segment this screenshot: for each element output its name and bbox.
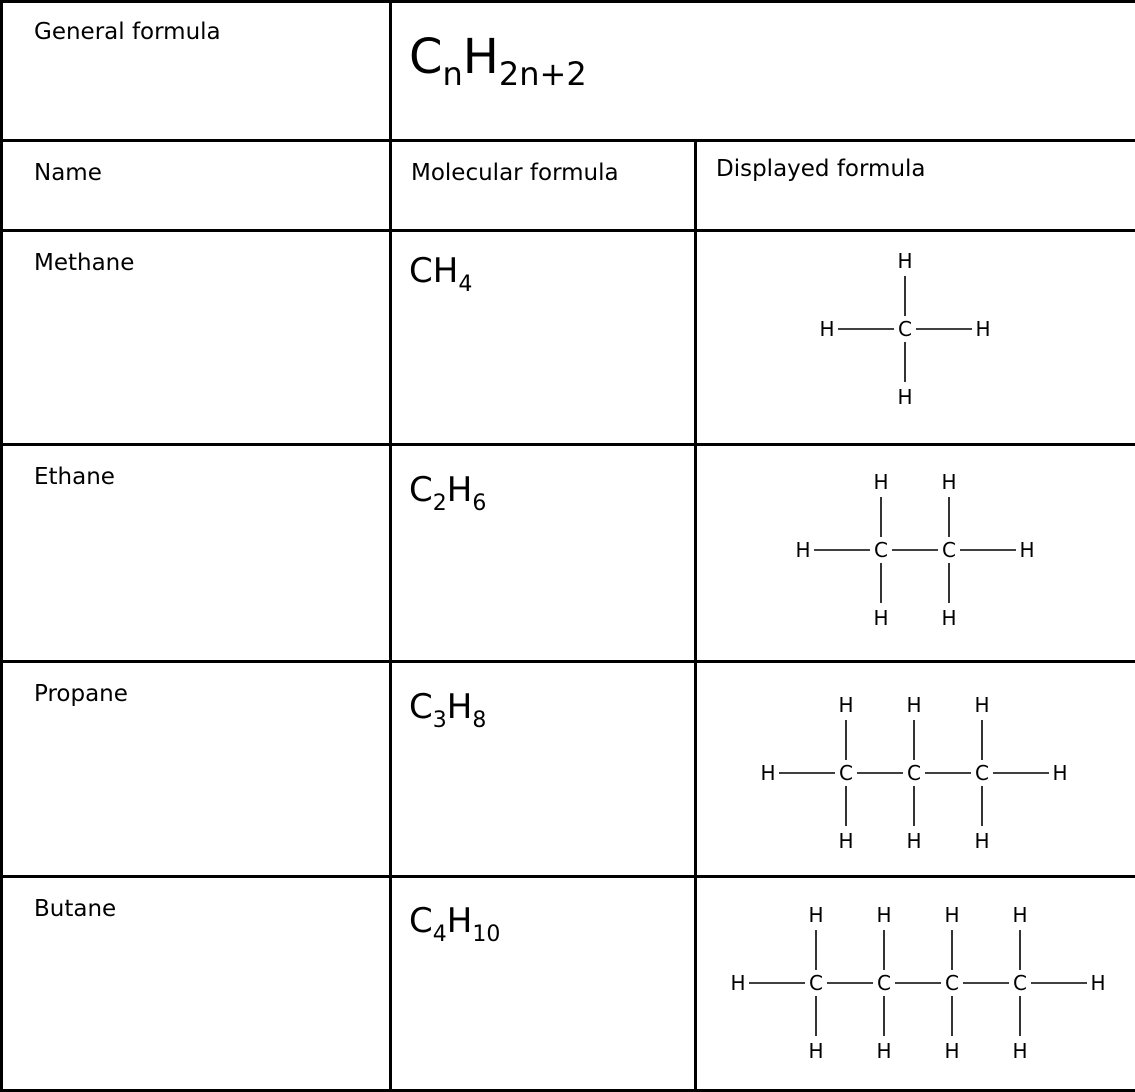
hydrogen-atom: H <box>897 249 912 273</box>
hydrogen-atom: H <box>941 470 956 494</box>
hydrogen-atom: H <box>808 903 823 927</box>
formula-hydrogen: H <box>446 470 473 510</box>
row-divider-5 <box>0 875 1135 878</box>
carbon-atom: C <box>898 317 912 341</box>
hydrogen-atom: H <box>906 829 921 853</box>
hydrogen-atom: H <box>941 606 956 630</box>
carbon-atom: C <box>809 971 823 995</box>
table-border-left <box>0 0 3 1092</box>
hydrogen-atom: H <box>1012 1039 1027 1063</box>
general-formula-hydrogen-subscript: 2n+2 <box>498 55 587 93</box>
hydrogen-atom: H <box>974 693 989 717</box>
formula-carbon: C <box>409 470 433 510</box>
hydrogen-atom: H <box>819 317 834 341</box>
carbon-atom: C <box>877 971 891 995</box>
hydrogen-atom: H <box>838 829 853 853</box>
formula-carbon-subscript: 3 <box>432 708 447 733</box>
general-formula-label: General formula <box>34 19 221 45</box>
hydrogen-atom: H <box>897 385 912 409</box>
row-divider-1 <box>0 139 1135 142</box>
row-divider-2 <box>0 229 1135 232</box>
formula-hydrogen-subscript: 6 <box>472 491 487 516</box>
hydrogen-atom: H <box>1052 761 1067 785</box>
formula-hydrogen: H <box>446 901 473 941</box>
row-name-methane: Methane <box>34 250 135 276</box>
hydrogen-atom: H <box>944 903 959 927</box>
hydrogen-atom: H <box>1090 971 1105 995</box>
formula-hydrogen-subscript: 10 <box>472 922 501 947</box>
hydrogen-atom: H <box>760 761 775 785</box>
formula-carbon: C <box>409 687 433 727</box>
row-name-propane: Propane <box>34 681 128 707</box>
carbon-atom: C <box>907 761 921 785</box>
hydrogen-atom: H <box>873 470 888 494</box>
table-border-bottom <box>0 1089 1135 1092</box>
column-divider-1 <box>389 0 392 1092</box>
header-displayed-formula: Displayed formula <box>716 156 926 182</box>
hydrogen-atom: H <box>808 1039 823 1063</box>
carbon-atom: C <box>945 971 959 995</box>
row-divider-4 <box>0 660 1135 663</box>
hydrogen-atom: H <box>730 971 745 995</box>
hydrogen-atom: H <box>838 693 853 717</box>
carbon-atom: C <box>942 538 956 562</box>
hydrogen-atom: H <box>944 1039 959 1063</box>
general-formula-carbon: C <box>409 29 443 85</box>
hydrogen-atom: H <box>876 903 891 927</box>
row-name-ethane: Ethane <box>34 464 115 490</box>
hydrogen-atom: H <box>873 606 888 630</box>
general-formula: CnH2n+2 <box>409 33 587 90</box>
molecular-formula-propane: C3H8 <box>409 687 486 732</box>
formula-hydrogen: H <box>432 251 459 291</box>
general-formula-hydrogen: H <box>462 29 499 85</box>
hydrogen-atom: H <box>974 829 989 853</box>
column-divider-2 <box>694 139 697 1092</box>
row-divider-3 <box>0 443 1135 446</box>
formula-hydrogen-subscript: 4 <box>458 272 473 297</box>
carbon-atom: C <box>874 538 888 562</box>
formula-carbon: C <box>409 901 433 941</box>
hydrogen-atom: H <box>1019 538 1034 562</box>
hydrogen-atom: H <box>795 538 810 562</box>
formula-hydrogen: H <box>446 687 473 727</box>
table-border-top <box>0 0 1135 3</box>
hydrogen-atom: H <box>876 1039 891 1063</box>
hydrogen-atom: H <box>906 693 921 717</box>
header-name: Name <box>34 160 102 186</box>
hydrogen-atom: H <box>975 317 990 341</box>
carbon-atom: C <box>839 761 853 785</box>
formula-hydrogen-subscript: 8 <box>472 708 487 733</box>
header-molecular-formula: Molecular formula <box>411 160 619 186</box>
hydrogen-atom: H <box>1012 903 1027 927</box>
formula-carbon-subscript: 2 <box>432 491 447 516</box>
molecular-formula-ethane: C2H6 <box>409 470 486 515</box>
general-formula-carbon-subscript: n <box>442 55 463 93</box>
carbon-atom: C <box>975 761 989 785</box>
formula-carbon: C <box>409 251 433 291</box>
molecular-formula-butane: C4H10 <box>409 901 500 946</box>
formula-carbon-subscript: 4 <box>432 922 447 947</box>
carbon-atom: C <box>1013 971 1027 995</box>
row-name-butane: Butane <box>34 896 117 922</box>
molecular-formula-methane: CH4 <box>409 251 472 296</box>
